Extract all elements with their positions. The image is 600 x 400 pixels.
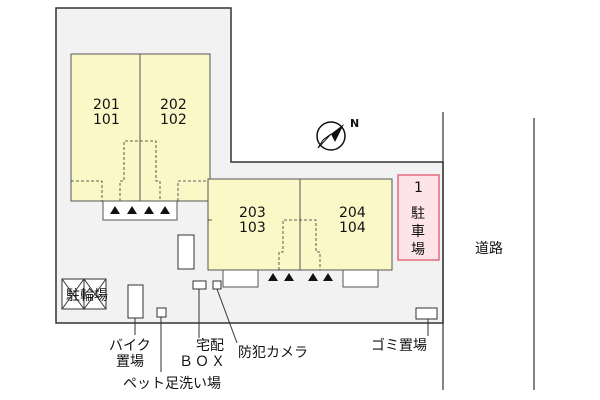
pet-wash-label: ペット足洗い場 bbox=[123, 376, 221, 392]
bicycle-parking-label: 駐輪場 bbox=[66, 287, 108, 304]
entrance-markers-b bbox=[268, 273, 333, 281]
road-label: 道路 bbox=[475, 241, 503, 257]
parking-label-3: 場 bbox=[411, 242, 425, 258]
building-b bbox=[207, 178, 393, 271]
bike-parking-label-2: 置場 bbox=[116, 354, 144, 370]
balcony-b-left bbox=[222, 269, 259, 288]
unit-201: 201 bbox=[93, 97, 120, 113]
pet-wash-marker bbox=[156, 307, 167, 318]
garbage-marker bbox=[415, 307, 438, 320]
building-a bbox=[70, 53, 211, 202]
garbage-label: ゴミ置場 bbox=[371, 338, 427, 354]
parking-label-1: 駐 bbox=[411, 206, 425, 222]
entrance-markers-a bbox=[110, 206, 170, 214]
delivery-box-label-2: ＢＯＸ bbox=[179, 354, 227, 370]
parking-number: 1 bbox=[414, 180, 423, 196]
parking-space bbox=[397, 174, 440, 261]
unit-204: 204 bbox=[339, 205, 366, 221]
unit-103: 103 bbox=[239, 220, 266, 236]
unit-104: 104 bbox=[339, 220, 366, 236]
unit-102: 102 bbox=[160, 112, 187, 128]
leader-lines bbox=[134, 288, 429, 372]
delivery-box-marker bbox=[192, 280, 207, 290]
compass-north-icon: N bbox=[316, 117, 359, 151]
delivery-box-label-1: 宅配 bbox=[196, 338, 224, 354]
bicycle-parking-area bbox=[61, 278, 107, 310]
bike-parking-box bbox=[177, 234, 195, 270]
compass-letter: N bbox=[350, 117, 359, 130]
parking-label-2: 車 bbox=[411, 223, 425, 240]
security-camera-marker bbox=[212, 280, 222, 290]
unit-203: 203 bbox=[239, 205, 266, 221]
entrance-strip-a bbox=[102, 200, 178, 221]
balcony-b-right bbox=[342, 269, 379, 288]
unit-202: 202 bbox=[160, 97, 187, 113]
security-camera-label: 防犯カメラ bbox=[238, 345, 308, 361]
bike-parking-label-1: バイク bbox=[109, 338, 151, 354]
unit-101: 101 bbox=[93, 112, 120, 128]
motorbike-parking-box bbox=[127, 284, 144, 319]
